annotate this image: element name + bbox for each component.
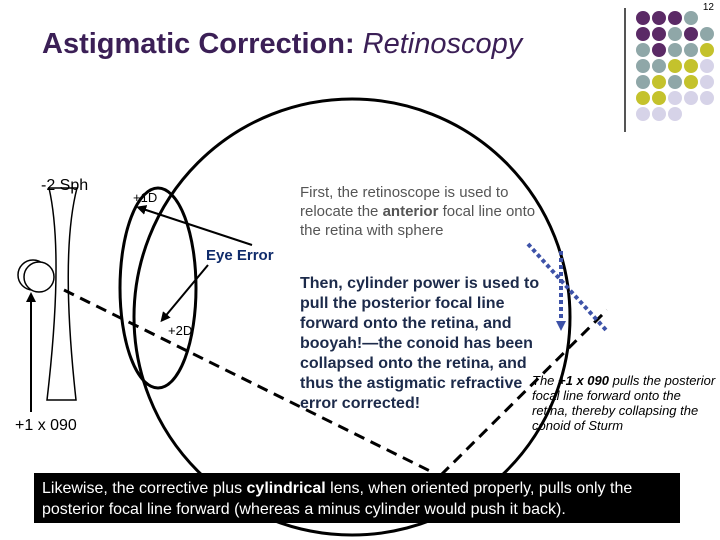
text-first-before: First, the retinoscope is used to reloca… — [300, 184, 509, 220]
title-divider — [624, 8, 626, 132]
dot-row-3 — [636, 43, 714, 57]
blue-focal-line-diagonal — [526, 242, 608, 332]
dashed-ray-lower — [63, 288, 433, 474]
summary-before: Likewise, the corrective plus — [42, 480, 247, 497]
observer-eye-front — [23, 261, 55, 293]
eye-globe — [132, 97, 572, 537]
eye-error-label: Eye Error — [206, 247, 274, 264]
plus-one-d-arrow — [136, 205, 253, 246]
summary-bold: cylindrical — [246, 480, 326, 497]
dot-row-5 — [636, 75, 714, 89]
dot-row-6 — [636, 91, 714, 105]
text-first-bold: anterior — [382, 203, 439, 220]
text-first-after: focal line onto the retina with sphere — [300, 203, 536, 239]
text-side-note: The +1 x 090 pulls the posterior focal l… — [532, 373, 717, 433]
text-then-bold: posterior — [361, 295, 431, 312]
dot-row-4 — [636, 59, 714, 73]
plus-one-d-label: +1D — [133, 190, 158, 205]
title-italic: Retinoscopy — [362, 28, 523, 60]
text-side-before: The — [532, 373, 559, 388]
summary-after: lens, when oriented properly, pulls only… — [42, 480, 633, 518]
cylinder-label: +1 x 090 — [15, 417, 77, 434]
text-then-before: Then, cylinder power is used to pull the — [300, 275, 540, 312]
sphere-label: -2 Sph — [41, 177, 89, 194]
dashed-ray-upper — [439, 308, 609, 477]
text-then-after: focal line forward onto the retina, and … — [300, 295, 533, 412]
text-second-step: Then, cylinder power is used to pull the… — [300, 274, 558, 414]
dot-row-7 — [636, 107, 682, 121]
crystalline-lens — [118, 186, 198, 390]
plus-two-d-label: +2D — [168, 323, 193, 338]
text-first-step: First, the retinoscope is used to reloca… — [300, 183, 560, 240]
summary-box: Likewise, the corrective plus cylindrica… — [34, 473, 680, 523]
slide-number: 12 — [702, 2, 714, 13]
page-title: Astigmatic Correction: Retinoscopy — [42, 28, 522, 61]
title-main: Astigmatic Correction: — [42, 28, 363, 60]
plus-two-d-arrow — [160, 264, 209, 323]
text-side-bold: +1 x 090 — [558, 373, 609, 388]
minus-sphere-lens — [46, 187, 78, 401]
dot-row-2 — [636, 27, 714, 41]
decorative-dot-grid — [636, 11, 714, 121]
text-side-after: pulls the posterior focal line forward o… — [532, 373, 716, 433]
dot-row-1 — [636, 11, 698, 25]
